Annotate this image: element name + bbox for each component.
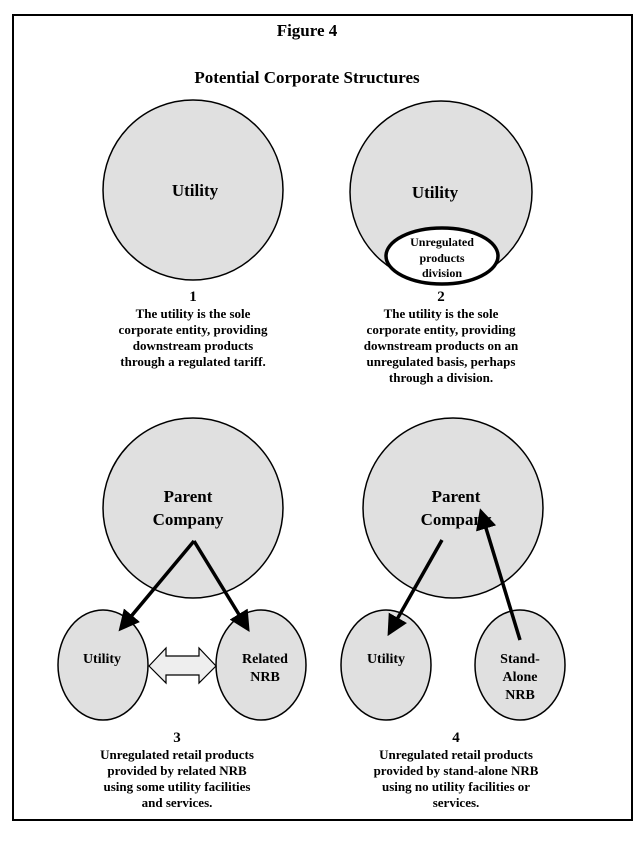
arrow-nrb-to-parent bbox=[476, 508, 522, 641]
caption-line: using some utility facilities bbox=[104, 779, 251, 794]
panel-1: Utility bbox=[102, 99, 284, 281]
caption-2: 2 The utility is the sole corporate enti… bbox=[364, 289, 519, 385]
panel-4: Parent Company Utility Stand- Alone NRB bbox=[340, 417, 566, 721]
caption-line: using no utility facilities or bbox=[382, 779, 530, 794]
parent-company-circle bbox=[102, 417, 284, 599]
caption-line: unregulated basis, perhaps bbox=[367, 354, 516, 369]
related-nrb-label-line: NRB bbox=[250, 670, 280, 685]
arrow-parent-to-related-nrb bbox=[192, 540, 250, 632]
caption-line: Unregulated retail products bbox=[100, 747, 254, 762]
caption-line: services. bbox=[433, 795, 480, 810]
panel-number: 3 bbox=[173, 730, 181, 746]
caption-line: corporate entity, providing bbox=[367, 322, 516, 337]
caption-line: downstream products on an bbox=[364, 338, 519, 353]
caption-3: 3 Unregulated retail products provided b… bbox=[100, 730, 254, 810]
panel-number: 1 bbox=[189, 289, 197, 305]
figure-number: Figure 4 bbox=[277, 21, 338, 40]
caption-line: provided by stand-alone NRB bbox=[374, 763, 539, 778]
parent-label-line: Company bbox=[421, 510, 492, 529]
caption-4: 4 Unregulated retail products provided b… bbox=[374, 730, 539, 810]
utility-circle bbox=[340, 609, 432, 721]
utility-label: Utility bbox=[172, 181, 219, 200]
unregulated-division-ellipse bbox=[384, 226, 500, 286]
caption-line: and services. bbox=[142, 795, 213, 810]
parent-label-line: Company bbox=[153, 510, 224, 529]
division-label-line: products bbox=[419, 251, 464, 265]
double-arrow-icon bbox=[148, 646, 217, 685]
figure-border bbox=[12, 14, 633, 821]
caption-1: 1 The utility is the sole corporate enti… bbox=[119, 289, 268, 369]
caption-line: Unregulated retail products bbox=[379, 747, 533, 762]
arrow-parent-to-utility bbox=[118, 539, 196, 632]
utility-label: Utility bbox=[367, 652, 405, 667]
figure-title: Potential Corporate Structures bbox=[194, 68, 420, 87]
stand-alone-label-line: Alone bbox=[503, 670, 538, 685]
panel-2: Utility Unregulated products division bbox=[349, 100, 533, 286]
division-label-line: Unregulated bbox=[410, 235, 474, 249]
utility-circle bbox=[102, 99, 284, 281]
panel-number: 4 bbox=[452, 730, 460, 746]
caption-line: The utility is the sole bbox=[136, 306, 251, 321]
division-label-line: division bbox=[422, 266, 462, 280]
related-nrb-label-line: Related bbox=[242, 652, 288, 667]
caption-line: downstream products bbox=[133, 338, 254, 353]
related-nrb-circle bbox=[215, 609, 307, 721]
caption-line: The utility is the sole bbox=[384, 306, 499, 321]
arrow-parent-to-utility bbox=[387, 539, 444, 637]
utility-label: Utility bbox=[412, 183, 459, 202]
utility-circle bbox=[57, 609, 149, 721]
parent-company-circle bbox=[362, 417, 544, 599]
caption-line: corporate entity, providing bbox=[119, 322, 268, 337]
caption-line: through a regulated tariff. bbox=[120, 354, 265, 369]
panel-3: Parent Company Utility Related NRB bbox=[57, 417, 307, 721]
parent-label-line: Parent bbox=[164, 487, 213, 506]
parent-label-line: Parent bbox=[432, 487, 481, 506]
panel-number: 2 bbox=[437, 289, 445, 305]
caption-line: through a division. bbox=[389, 370, 493, 385]
caption-line: provided by related NRB bbox=[107, 763, 247, 778]
utility-label: Utility bbox=[83, 652, 121, 667]
stand-alone-nrb-circle bbox=[474, 609, 566, 721]
stand-alone-label-line: Stand- bbox=[500, 652, 540, 667]
stand-alone-label-line: NRB bbox=[505, 688, 535, 703]
